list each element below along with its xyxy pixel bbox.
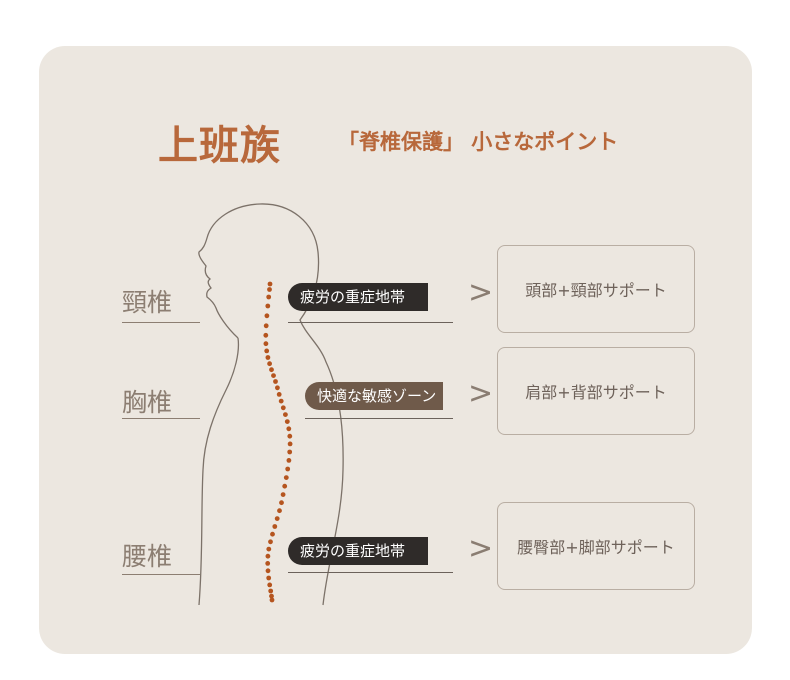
region-underline [122, 322, 200, 323]
spine-dot [273, 379, 278, 384]
spine-dot [268, 539, 273, 545]
spine-dot [267, 281, 273, 287]
spine-dot [267, 361, 272, 367]
spine-dot [284, 419, 290, 424]
spine-dot [283, 412, 288, 417]
region-underline [122, 418, 200, 419]
spine-dot [269, 597, 275, 603]
spine-dot [264, 313, 270, 319]
region-underline [122, 574, 200, 575]
page-title: 上班族 [158, 123, 281, 169]
spine-dot [269, 593, 274, 599]
chevron-right-icon: > [468, 376, 494, 411]
spine-dot [286, 458, 292, 463]
tag-underline [305, 418, 453, 419]
spine-dot [287, 433, 293, 439]
spine-dot [285, 466, 291, 472]
spine-dot [274, 516, 280, 521]
region-label-cervical: 頸椎 [122, 288, 173, 317]
spine-dot [280, 492, 286, 497]
spine-dot [278, 398, 284, 404]
spine-dot [266, 546, 272, 552]
spine-dot [265, 561, 271, 566]
spine-dot [270, 531, 275, 537]
region-label-lumbar: 腰椎 [122, 542, 173, 571]
spine-dot [266, 294, 272, 300]
spine-dot [265, 355, 271, 360]
spine-dot [286, 426, 292, 432]
spine-dots [263, 281, 293, 603]
spine-dot [265, 303, 271, 309]
chevron-right-icon: > [468, 531, 494, 566]
spine-dot [264, 348, 270, 354]
tag-underline [288, 322, 453, 323]
spine-dot [276, 392, 282, 397]
spine-dot [269, 367, 274, 373]
spine-dot [280, 405, 286, 411]
spine-dot [287, 441, 293, 447]
support-box-lumbar: 腰臀部+脚部サポート [497, 502, 695, 590]
support-box-thoracic: 肩部+背部サポート [497, 347, 695, 435]
spine-dot [287, 449, 293, 455]
support-box-cervical: 頭部+頸部サポート [497, 245, 695, 333]
spine-dot [267, 582, 273, 588]
tag-pill-thoracic: 快適な敏感ゾーン [305, 382, 443, 410]
region-label-thoracic: 胸椎 [122, 388, 173, 417]
spine-dot [266, 575, 272, 581]
spine-dot [265, 553, 271, 559]
spine-dot [267, 287, 272, 292]
spine-dot [279, 500, 284, 506]
tag-pill-cervical: 疲労の重症地帯 [288, 283, 428, 311]
chevron-right-icon: > [468, 275, 494, 310]
page-subtitle: 「脊椎保護」 小さなポイント [338, 130, 619, 154]
spine-dot [263, 341, 269, 347]
spine-dot [275, 385, 280, 391]
tag-pill-lumbar: 疲労の重症地帯 [288, 537, 428, 565]
spine-dot [277, 508, 282, 514]
tag-underline [288, 572, 453, 573]
spine-dot [263, 323, 269, 329]
spine-dot [283, 475, 289, 480]
spine-dot [272, 524, 278, 529]
spine-dot [265, 568, 271, 574]
back-outline [198, 337, 240, 606]
spine-dot [263, 332, 269, 338]
spine-dot [282, 483, 288, 489]
spine-dot [268, 588, 274, 594]
spine-dot [271, 373, 276, 378]
